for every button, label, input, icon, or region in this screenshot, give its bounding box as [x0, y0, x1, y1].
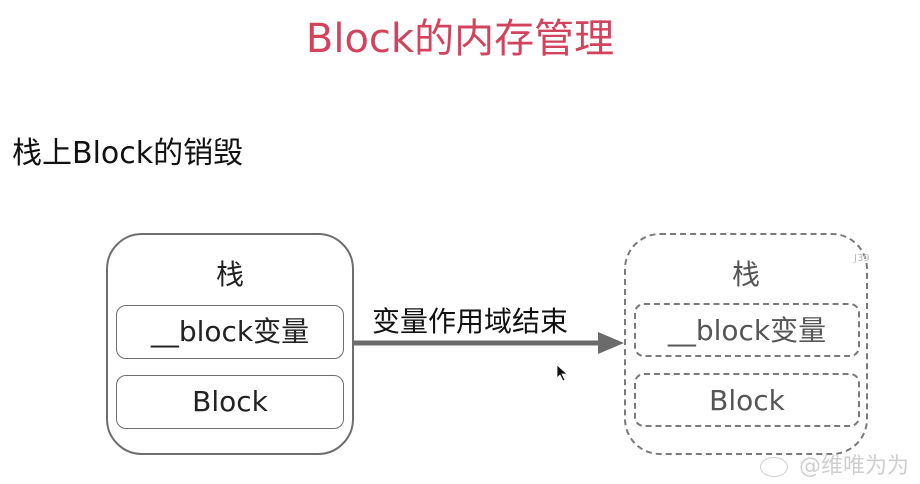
block-variable-box: __block变量 [634, 303, 860, 357]
corner-mark: J39 [854, 253, 870, 264]
block-label: Block [192, 385, 268, 418]
block-variable-box: __block变量 [116, 305, 344, 359]
slide-title: Block的内存管理 [305, 16, 615, 62]
watermark: @维唯为为 [760, 448, 909, 480]
block-variable-label: __block变量 [150, 315, 310, 348]
block-variable-label: __block变量 [667, 314, 827, 347]
weibo-icon [760, 457, 788, 477]
stack-label: 栈 [731, 258, 760, 291]
block-label: Block [709, 384, 785, 417]
block-box: Block [116, 375, 344, 429]
stack-box-before: 栈 __block变量 Block [106, 233, 354, 455]
stack-box-after: 栈 __block变量 Block [624, 233, 868, 455]
arrow-label: 变量作用域结束 [372, 305, 569, 338]
watermark-text: @维唯为为 [799, 454, 910, 479]
slide-subtitle: 栈上Block的销毁 [12, 136, 244, 171]
block-box: Block [634, 373, 860, 427]
mouse-cursor-icon [556, 364, 569, 382]
stack-label: 栈 [215, 258, 244, 291]
arrow-right-icon [352, 332, 624, 354]
